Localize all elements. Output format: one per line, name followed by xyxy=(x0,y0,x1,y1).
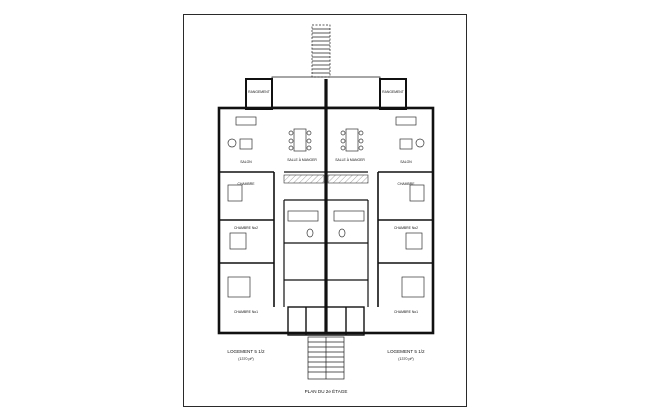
unit-name-right: LOGEMENT 5 1/2 xyxy=(387,349,425,354)
front-stair xyxy=(307,336,345,380)
room-label-storage-left: RANGEMENT xyxy=(248,90,270,94)
unit-name-left: LOGEMENT 5 1/2 xyxy=(227,349,265,354)
room-label-storage-right: RANGEMENT xyxy=(382,90,404,94)
living-furniture xyxy=(227,116,425,150)
room-label-bedroom-main-left: CHAMBRE No1 xyxy=(234,310,258,314)
room-labels: RANGEMENT RANGEMENT SALON SALON SALLE À … xyxy=(234,90,418,314)
entrance-vestibule xyxy=(287,306,365,336)
drawing-sheet: RANGEMENT RANGEMENT SALON SALON SALLE À … xyxy=(183,14,467,407)
bathrooms xyxy=(287,210,365,238)
room-label-dining-left: SALLE À MANGER xyxy=(287,158,317,162)
room-label-living-left: SALON xyxy=(240,160,252,164)
room-label-bedroom-main-right: CHAMBRE No1 xyxy=(394,310,418,314)
room-label-bedroom-a-left: CHAMBRE xyxy=(238,182,256,186)
kitchen-counters xyxy=(283,174,369,184)
room-label-dining-right: SALLE À MANGER xyxy=(335,158,365,162)
unit-area-left: (1370 pi²) xyxy=(238,357,253,361)
beds xyxy=(227,184,425,298)
floor-plan: RANGEMENT RANGEMENT SALON SALON SALLE À … xyxy=(217,24,435,394)
room-label-bedroom-b-left: CHAMBRE No2 xyxy=(234,226,258,230)
room-label-bedroom-b-right: CHAMBRE No2 xyxy=(394,226,418,230)
rear-stair xyxy=(311,24,331,78)
unit-area-right: (1370 pi²) xyxy=(398,357,413,361)
unit-labels: LOGEMENT 5 1/2 (1370 pi²) LOGEMENT 5 1/2… xyxy=(227,349,425,361)
sheet-title: PLAN DU 2e ÉTAGE xyxy=(305,388,348,394)
building-outline xyxy=(217,79,435,335)
room-label-bedroom-a-right: CHAMBRE xyxy=(398,182,416,186)
room-label-living-right: SALON xyxy=(400,160,412,164)
dining-tables xyxy=(288,128,364,152)
